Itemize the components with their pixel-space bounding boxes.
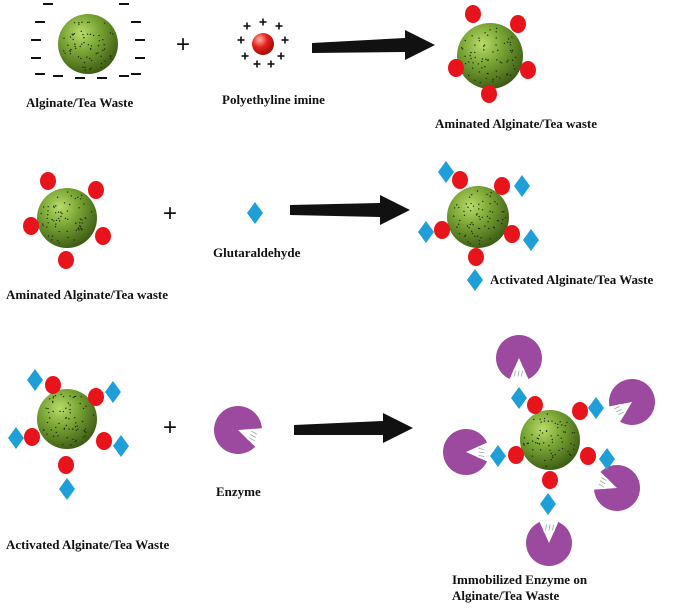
enzyme-label: Enzyme (216, 484, 261, 499)
activated-product-label: Activated Alginate/Tea Waste (490, 272, 654, 287)
glutaraldehyde-icon (27, 369, 43, 391)
glutaraldehyde-icon (105, 381, 121, 403)
amine-group-icon (58, 251, 74, 269)
amine-group-icon (465, 5, 481, 23)
amine-group-icon (508, 446, 524, 464)
amine-group-icon (468, 248, 484, 266)
reaction-arrow-icon (312, 30, 435, 60)
plus-sign: + (176, 31, 191, 58)
amine-group-icon (520, 61, 536, 79)
enzyme-icon (594, 465, 640, 511)
alginate-bead-icon (37, 389, 97, 449)
glutaraldehyde-icon (467, 269, 483, 291)
positive-charge-icon (241, 52, 249, 60)
plus-sign: + (163, 414, 178, 441)
amine-group-icon (45, 376, 61, 394)
alginate-tea-waste-label: Alginate/Tea Waste (26, 95, 134, 110)
amine-group-icon (95, 227, 111, 245)
glutaraldehyde-icon (511, 387, 527, 409)
activated-reactant-label: Activated Alginate/Tea Waste (6, 537, 170, 552)
amine-group-icon (452, 171, 468, 189)
amine-group-icon (494, 177, 510, 195)
alginate-bead-icon (457, 23, 523, 89)
positive-charge-icon (259, 18, 267, 26)
glutaraldehyde-icon (514, 175, 530, 197)
amine-group-icon (542, 471, 558, 489)
amine-group-icon (96, 432, 112, 450)
glutaraldehyde-label: Glutaraldehyde (213, 245, 301, 260)
aminated-product-label: Aminated Alginate/Tea waste (435, 116, 598, 131)
enzyme-icon (214, 406, 262, 454)
positive-charge-icon (277, 52, 285, 60)
amine-group-icon (24, 428, 40, 446)
amine-group-icon (504, 225, 520, 243)
reaction-arrow-icon (290, 195, 410, 225)
amine-group-icon (510, 15, 526, 33)
alginate-bead-icon (37, 188, 97, 248)
polyethyleneimine-icon (252, 33, 274, 55)
polyethyleneimine-label: Polyethyline imine (222, 92, 325, 107)
glutaraldehyde-icon (599, 448, 615, 470)
glutaraldehyde-icon (438, 161, 454, 183)
amine-group-icon (40, 172, 56, 190)
positive-charge-icon (253, 60, 261, 68)
positive-charge-icon (281, 36, 289, 44)
positive-charge-icon (275, 22, 283, 30)
enzyme-icon (443, 429, 488, 475)
glutaraldehyde-icon (523, 229, 539, 251)
amine-group-icon (572, 402, 588, 420)
glutaraldehyde-icon (247, 202, 263, 224)
glutaraldehyde-icon (540, 493, 556, 515)
enzyme-icon (526, 521, 572, 567)
immobilized-product-label-line2: Alginate/Tea Waste (452, 588, 560, 603)
reaction-arrow-icon (294, 413, 413, 443)
amine-group-icon (434, 221, 450, 239)
aminated-reactant-label: Aminated Alginate/Tea waste (6, 287, 169, 302)
glutaraldehyde-icon (490, 445, 506, 467)
positive-charge-icon (237, 36, 245, 44)
glutaraldehyde-icon (588, 397, 604, 419)
positive-charge-icon (267, 60, 275, 68)
glutaraldehyde-icon (59, 478, 75, 500)
positive-charge-icon (243, 22, 251, 30)
glutaraldehyde-icon (113, 435, 129, 457)
alginate-bead-icon (520, 410, 580, 470)
amine-group-icon (23, 217, 39, 235)
amine-group-icon (448, 59, 464, 77)
plus-sign: + (163, 200, 178, 227)
amine-group-icon (481, 85, 497, 103)
enzyme-icon (496, 334, 542, 380)
amine-group-icon (88, 388, 104, 406)
enzyme-icon (609, 379, 655, 425)
amine-group-icon (88, 181, 104, 199)
amine-group-icon (580, 447, 596, 465)
glutaraldehyde-icon (8, 427, 24, 449)
alginate-bead-icon (447, 186, 509, 248)
immobilized-product-label-line1: Immobilized Enzyme on (452, 572, 588, 587)
glutaraldehyde-icon (418, 221, 434, 243)
alginate-bead-icon (58, 14, 118, 74)
amine-group-icon (527, 396, 543, 414)
amine-group-icon (58, 456, 74, 474)
